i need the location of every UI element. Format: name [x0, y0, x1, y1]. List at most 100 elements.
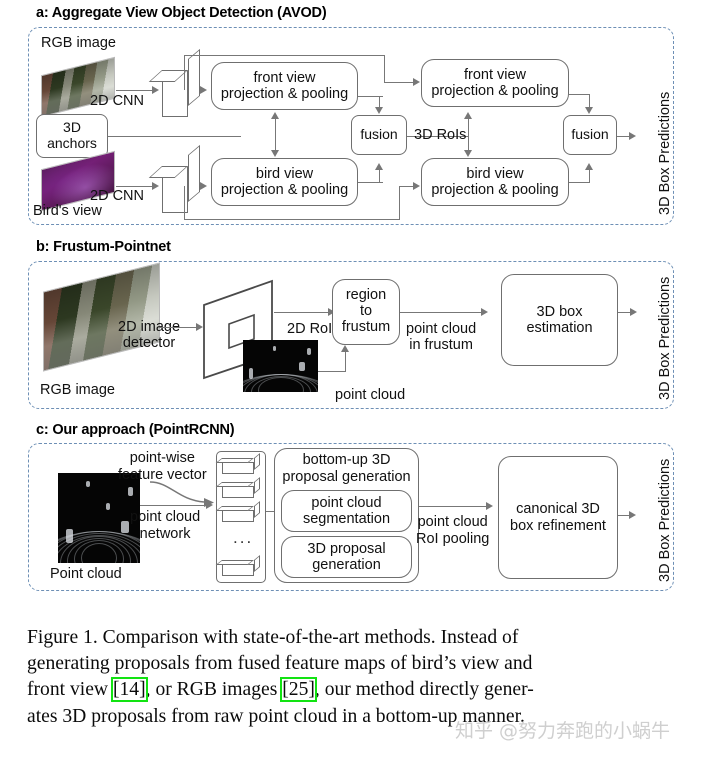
panel-a-rois-label: 3D RoIs: [414, 127, 467, 143]
panel-b-detector-label: 2D image detector: [118, 319, 181, 352]
panel-c-title: c: Our approach (PointRCNN): [36, 422, 235, 438]
arrowhead-b-pc-into-region: [340, 345, 349, 352]
panel-c-pc-label: Point cloud: [50, 566, 122, 582]
arrowhead-a-cube-to-front1: [200, 85, 207, 94]
caption-line-3-part-c: , our method directly gener-: [314, 679, 534, 701]
conn-a-front2-down: [589, 94, 590, 108]
feature-volume-cube-bottom-a: [148, 144, 206, 213]
panel-a-output-label: 3D Box Predictions: [657, 91, 673, 215]
arrowhead-a-to-fusion1-top: [374, 107, 383, 114]
panel-c-network-label: point cloud network: [130, 509, 201, 543]
box-label: canonical 3D box refinement: [510, 501, 606, 534]
conn-a-bottom-feedback-left: [184, 186, 185, 220]
conn-a-front1-out: [358, 96, 383, 97]
arrowhead-c-output: [629, 510, 636, 519]
panel-b-rois-label: 2D RoIs: [287, 321, 340, 337]
box-canonical-box-refinement: canonical 3D box refinement: [498, 456, 618, 579]
box-label: 3D box estimation: [526, 303, 593, 336]
caption-line-2: generating proposals from fused feature …: [27, 653, 533, 675]
feature-vector-stack: ...: [215, 451, 266, 583]
arrowhead-a-rgb-to-cube: [152, 85, 159, 94]
panel-c-featvec-label: point-wise feature vector: [118, 450, 207, 484]
arrowhead-a-rois-down: [463, 150, 472, 157]
arrowhead-b-rgb-to-plane: [196, 322, 203, 331]
panel-a-cnn-top-label: 2D CNN: [90, 93, 144, 109]
arrowhead-b-to-region: [328, 307, 335, 316]
panel-c-roipool-label: point cloud RoI pooling: [416, 514, 490, 548]
panel-b-frustum-pc-label: point cloud in frustum: [406, 321, 477, 354]
box-bird-view-projection-pooling-1: bird view projection & pooling: [211, 158, 358, 206]
box-label: bottom-up 3D proposal generation: [282, 452, 411, 485]
arrowhead-a-to-fusion2-bottom: [584, 163, 593, 170]
box-3d-box-estimation: 3D box estimation: [501, 274, 618, 366]
conn-b-rgb-to-plane: [158, 327, 198, 328]
box-point-cloud-segmentation: point cloud segmentation: [281, 490, 412, 532]
caption-line-3: front view [14], or RGB images [25], our…: [27, 677, 677, 703]
arrowhead-b-output: [630, 307, 637, 316]
arrowhead-b-to-estimation: [481, 307, 488, 316]
conn-a-bird2-up: [589, 170, 590, 183]
feature-volume-cube-top-a: [148, 48, 206, 117]
box-3d-anchors: 3D anchors: [36, 114, 108, 158]
box-fusion-1: fusion: [351, 115, 407, 155]
box-bird-view-projection-pooling-2: bird view projection & pooling: [421, 158, 569, 206]
conn-a-bev-to-cube: [116, 186, 154, 187]
arrowhead-a-bev-to-cube: [152, 181, 159, 190]
conn-a-front1-down: [379, 96, 380, 108]
point-cloud-image-c: [58, 473, 140, 563]
conn-a-bottom-feedback: [184, 219, 399, 220]
conn-a-front1-bird1: [275, 118, 276, 150]
arrowhead-a-cube-to-bird1: [200, 181, 207, 190]
conn-a-bird1-out: [358, 182, 383, 183]
panel-b-rgb-label: RGB image: [40, 382, 115, 398]
box-label: point cloud segmentation: [302, 494, 391, 527]
conn-a-top-feedback-left: [184, 55, 185, 90]
conn-a-into-front2: [384, 82, 415, 83]
caption-line-3-part-b: , or RGB images: [145, 679, 283, 701]
panel-a-bev-label: Bird's view: [33, 203, 102, 219]
arrowhead-a-to-fusion2-top: [584, 107, 593, 114]
conn-a-rgb-to-cube: [116, 90, 154, 91]
panel-a-rgb-label: RGB image: [41, 35, 116, 51]
conn-a-fusion1-right: [407, 136, 469, 137]
conn-a-bottom-feedback-right: [399, 186, 400, 220]
watermark: 知乎 @努力奔跑的小蜗牛: [455, 720, 671, 742]
conn-b-region-to-estimation: [400, 312, 486, 313]
box-label: bird view projection & pooling: [431, 165, 559, 198]
box-front-view-projection-pooling-2: front view projection & pooling: [421, 59, 569, 107]
conn-c-output: [618, 515, 631, 516]
caption-line-1: Figure 1. Comparison with state-of-the-a…: [27, 627, 519, 648]
box-front-view-projection-pooling-1: front view projection & pooling: [211, 62, 358, 110]
box-label: front view projection & pooling: [431, 66, 559, 99]
conn-a-into-bird2: [399, 186, 415, 187]
panel-c-output-label: 3D Box Predictions: [657, 458, 673, 582]
caption-line-4: ates 3D proposals from raw point cloud i…: [27, 705, 525, 727]
arrowhead-a-rois-up: [463, 112, 472, 119]
arrowhead-a-bird1-down: [270, 150, 279, 157]
point-cloud-image-b: [243, 340, 318, 392]
arrowhead-a-into-bird2: [413, 181, 420, 190]
citation-25[interactable]: [25]: [280, 677, 317, 703]
caption-line-3-part-a: front view: [27, 679, 113, 701]
conn-b-pc-right: [318, 371, 345, 372]
arrowhead-a-into-front2: [413, 77, 420, 86]
conn-a-fusion2-out: [617, 136, 631, 137]
box-region-to-frustum: region to frustum: [332, 279, 400, 345]
conn-a-top-feedback: [184, 55, 384, 56]
conn-a-bird1-up: [379, 170, 380, 183]
conn-anchors-right: [108, 136, 241, 137]
box-label: front view projection & pooling: [220, 69, 349, 102]
box-3d-proposal-generation: 3D proposal generation: [281, 536, 412, 578]
conn-c-pc-to-stack: [140, 505, 210, 506]
arrowhead-c-pc-to-stack: [206, 500, 213, 509]
citation-14[interactable]: [14]: [111, 677, 148, 703]
arrowhead-c-to-refinement: [486, 501, 493, 510]
conn-a-top-feedback-right: [384, 55, 385, 82]
box-label: 3D proposal generation: [307, 540, 386, 573]
arrowhead-a-front1-up: [270, 112, 279, 119]
box-label: fusion: [571, 126, 609, 143]
panel-b-pc-label: point cloud: [335, 387, 406, 403]
conn-b-pc-up: [345, 352, 346, 372]
stack-ellipsis: ...: [233, 528, 254, 547]
